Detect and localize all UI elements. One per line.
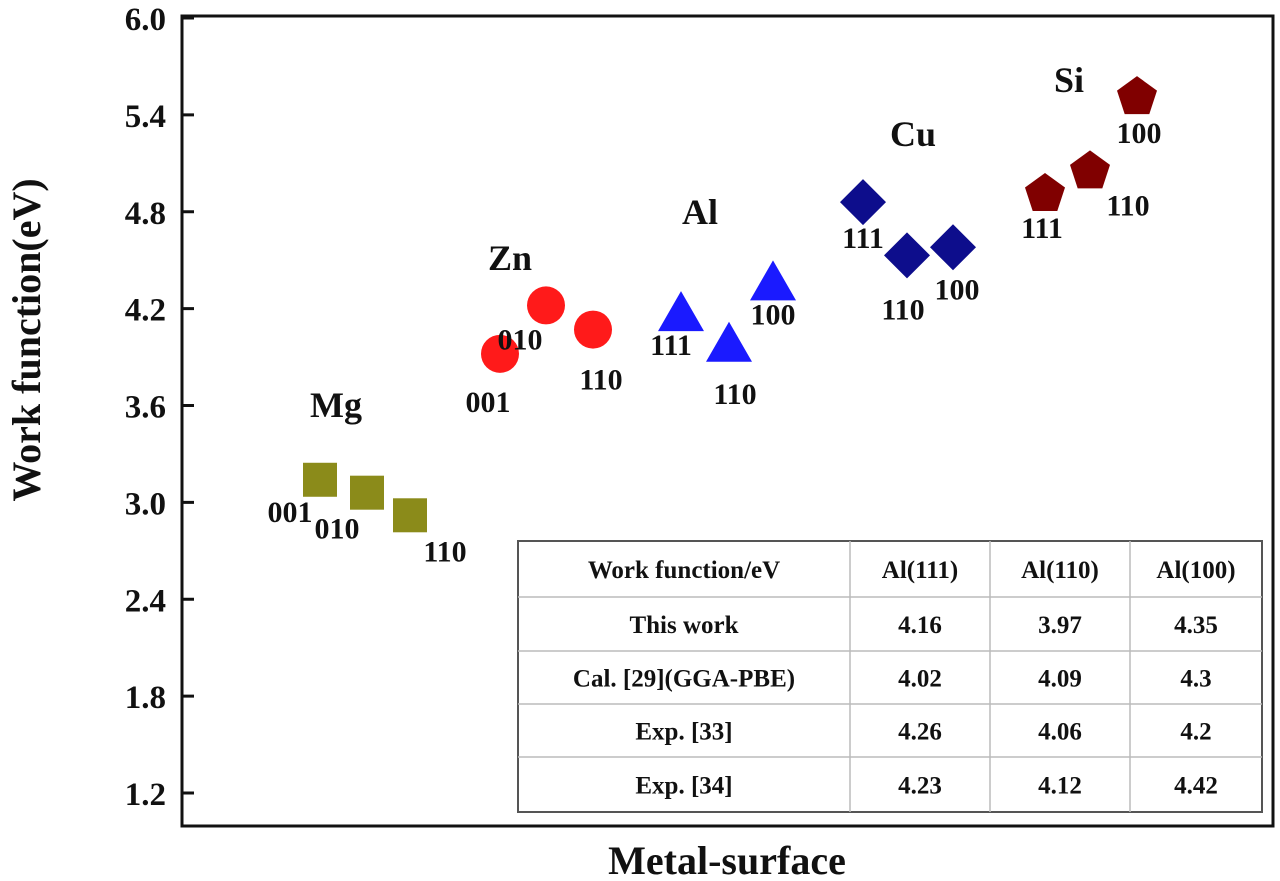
point-label: 100: [935, 273, 980, 306]
point-label: 110: [1106, 189, 1149, 222]
point-labels: Mg001010110Zn001010110Al111110100Cu11111…: [268, 60, 1162, 568]
table-header-cell: Al(100): [1156, 557, 1235, 584]
point-label: 110: [423, 535, 466, 568]
point-cu-110: [884, 232, 930, 279]
table-header-cell: Al(111): [882, 557, 958, 584]
group-label-si: Si: [1054, 60, 1084, 100]
point-label: 110: [579, 364, 622, 397]
group-label-cu: Cu: [890, 114, 936, 154]
point-si-111: [1025, 173, 1065, 211]
point-zn-001: [481, 334, 519, 373]
table-cell: 4.12: [1038, 773, 1082, 800]
y-tick-label: 5.4: [125, 99, 166, 135]
table-cell: 3.97: [1038, 612, 1082, 639]
group-label-al: Al: [682, 192, 718, 232]
y-tick-label: 1.2: [125, 777, 166, 813]
table-cell: 4.16: [898, 612, 942, 639]
point-mg-010: [350, 475, 384, 510]
y-tick-label: 3.0: [125, 486, 166, 522]
y-tick-label: 4.8: [125, 196, 166, 232]
table-cell: Exp. [34]: [635, 773, 732, 800]
table-cell: 4.35: [1174, 612, 1218, 639]
point-label: 111: [650, 329, 692, 362]
point-label: 111: [842, 222, 884, 255]
data-table: Work function/eV Al(111) Al(110) Al(100) Thi…: [517, 540, 1263, 813]
table-cell: 4.09: [1038, 666, 1082, 693]
point-al-110: [706, 321, 752, 362]
y-tick-label: 4.2: [125, 293, 166, 329]
point-label: 010: [498, 323, 543, 356]
point-label: 001: [466, 386, 511, 419]
group-label-mg: Mg: [310, 385, 362, 425]
table-cell: 4.23: [898, 773, 942, 800]
point-label: 001: [268, 496, 313, 529]
data-marks: [303, 76, 1157, 533]
point-label: 100: [751, 298, 796, 331]
point-cu-100: [930, 224, 976, 271]
plot-frame: [180, 14, 1275, 828]
y-tick-label: 3.6: [125, 390, 166, 426]
table-header-cell: Al(110): [1021, 557, 1099, 584]
point-mg-110: [393, 498, 427, 533]
table-cell: 4.3: [1180, 666, 1211, 693]
y-tick-label: 2.4: [125, 583, 166, 619]
table-cell: Cal. [29](GGA-PBE): [573, 666, 795, 693]
point-cu-111: [840, 179, 886, 226]
table-header-cell: Work function/eV: [588, 557, 780, 584]
table-cell: 4.02: [898, 666, 942, 693]
point-label: 110: [881, 293, 924, 326]
table-frame: [517, 540, 1263, 813]
table-cell: 4.42: [1174, 773, 1218, 800]
table-cell: 4.06: [1038, 719, 1082, 746]
point-zn-110: [574, 310, 612, 349]
point-label: 111: [1021, 212, 1063, 245]
point-label: 100: [1117, 117, 1162, 150]
table-cell: Exp. [33]: [635, 719, 732, 746]
point-label: 110: [713, 378, 756, 411]
point-mg-001: [303, 462, 337, 497]
table-cell: 4.26: [898, 719, 942, 746]
point-si-100: [1117, 76, 1157, 115]
point-al-100: [750, 260, 796, 301]
table-cell: 4.2: [1180, 719, 1211, 746]
point-si-110: [1070, 150, 1110, 189]
x-axis-label: Metal-surface: [608, 838, 846, 881]
table-cell: This work: [629, 612, 738, 639]
group-label-zn: Zn: [488, 238, 532, 278]
point-label: 010: [315, 513, 360, 546]
y-axis-label: Work function(eV): [4, 178, 49, 501]
point-al-111: [658, 291, 704, 332]
y-tick-label: 6.0: [125, 2, 166, 38]
y-tick-label: 1.8: [125, 680, 166, 716]
y-axis: 1.2 1.8 2.4 3.0 3.6 4.2 4.8 5.4 6.0: [125, 2, 194, 813]
point-zn-010: [527, 286, 565, 325]
